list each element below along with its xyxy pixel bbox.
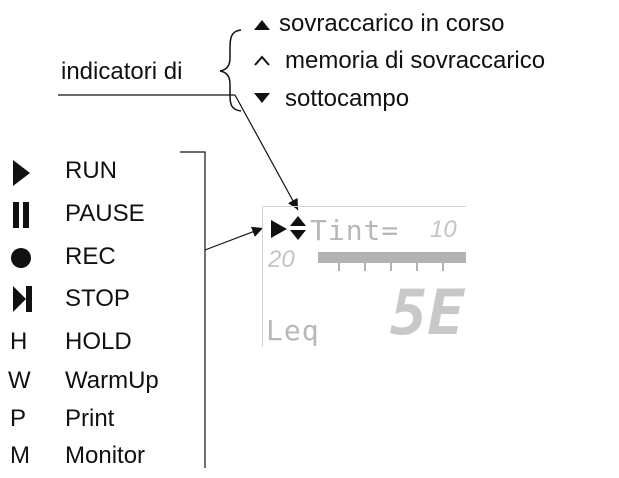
callout-item-text: sovraccarico in corso: [279, 10, 505, 37]
level-ticks: [316, 263, 466, 271]
tint-value: 10: [430, 216, 457, 243]
legend-label-monitor: Monitor: [65, 442, 146, 469]
legend-arrow: [204, 226, 264, 251]
overload-indicator-icon: [290, 216, 306, 240]
stop-icon: [13, 286, 32, 312]
legend-label-warmup: WarmUp: [65, 367, 159, 394]
play-icon: [13, 160, 30, 186]
caret-up-outline-icon: [254, 55, 270, 66]
callout-label: indicatori di: [61, 58, 183, 85]
legend-label-print: Print: [65, 405, 115, 432]
lcd-display: Tint= 10 20 Leq 5E: [262, 206, 466, 348]
leq-label: Leq: [266, 314, 320, 347]
scale-value: 20: [268, 246, 295, 273]
pause-icon: [13, 202, 29, 228]
legend-label-run: RUN: [65, 157, 117, 184]
legend-label-stop: STOP: [65, 285, 130, 312]
curly-brace: [219, 29, 242, 112]
callout-item-text: memoria di sovraccarico: [285, 47, 546, 74]
level-bar: [318, 252, 466, 263]
tint-label: Tint=: [310, 214, 400, 247]
triangle-up-filled-icon: [254, 20, 270, 30]
legend-label-hold: HOLD: [65, 328, 132, 355]
legend-label-rec: REC: [65, 243, 116, 270]
callout-item-text: sottocampo: [285, 85, 410, 112]
big-value: 5E: [390, 276, 465, 348]
indicator-arrow: [234, 94, 299, 211]
legend-symbol-print: P: [10, 405, 27, 432]
legend-bracket: [180, 151, 206, 468]
legend-symbol-warmup: W: [8, 367, 31, 394]
triangle-down-filled-icon: [254, 93, 270, 103]
lcd-frame: [262, 206, 466, 347]
legend-label-pause: PAUSE: [65, 200, 145, 227]
play-indicator-icon: [271, 220, 287, 238]
legend-symbol-hold: H: [10, 328, 28, 355]
legend-symbol-monitor: M: [10, 442, 30, 469]
record-dot-icon: [11, 248, 31, 268]
